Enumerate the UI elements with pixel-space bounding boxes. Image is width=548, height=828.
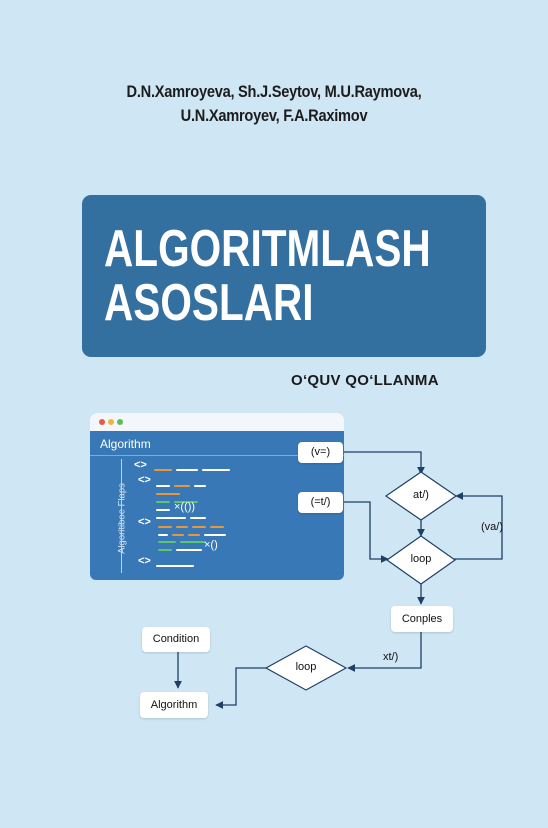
- code-snippet-1: ×(()): [174, 501, 196, 513]
- box-v: (v=): [298, 442, 343, 463]
- subtitle: O‘QUV QO‘LLANMA: [291, 372, 439, 389]
- code-line: [194, 485, 206, 487]
- code-line: [176, 549, 202, 551]
- header-divider: [90, 455, 344, 456]
- code-line: [202, 469, 230, 471]
- code-line: [204, 534, 226, 536]
- code-line: [188, 534, 200, 536]
- box-algorithm: Algorithm: [140, 692, 208, 718]
- code-bracket-icon: <>: [134, 459, 147, 471]
- authors-line-2: U.N.Xamroyev, F.A.Raximov: [180, 106, 368, 125]
- authors-line-1: D.N.Xamroyeva, Sh.J.Seytov, M.U.Raymova,: [126, 82, 422, 101]
- code-line: [174, 501, 198, 503]
- code-line: [158, 534, 168, 536]
- code-line: [156, 485, 170, 487]
- code-line: [156, 509, 170, 511]
- arrow-eq-to-loop: [344, 501, 389, 563]
- edge-label-va: (va/): [481, 521, 503, 533]
- decision-diamond-loop: [385, 535, 457, 585]
- minimize-dot-icon: [108, 419, 114, 425]
- gutter-line: [121, 459, 122, 573]
- title-line-1: ALGORITMLASH: [104, 220, 431, 278]
- arrow-v-to-at: [344, 451, 425, 475]
- code-line: [158, 526, 172, 528]
- box-conples: Conples: [391, 606, 453, 632]
- box-eq: (=t/): [298, 492, 343, 513]
- code-line: [158, 549, 172, 551]
- title-line-2: ASOSLARI: [104, 274, 314, 332]
- code-line: [190, 517, 206, 519]
- code-line: [156, 517, 186, 519]
- title-box: ALGORITMLASH ASOSLARI: [82, 195, 486, 357]
- code-bracket-icon: <>: [138, 516, 151, 528]
- code-line: [156, 493, 180, 495]
- diamond-loop-2-label: loop: [295, 661, 317, 673]
- edge-label-xt: xt/): [383, 651, 399, 663]
- code-line: [210, 526, 224, 528]
- arrow-loop2-to-algorithm: [215, 667, 266, 709]
- close-dot-icon: [99, 419, 105, 425]
- code-line: [174, 485, 190, 487]
- code-line: [180, 541, 206, 543]
- code-line: [192, 526, 206, 528]
- code-bracket-icon: <>: [138, 555, 151, 567]
- arrow-loop-back-to-at: [454, 492, 503, 560]
- code-line: [158, 541, 176, 543]
- code-line: [176, 526, 188, 528]
- window-titlebar: [90, 413, 344, 431]
- decision-diamond-loop-2: [264, 645, 348, 691]
- diamond-loop-label: loop: [410, 553, 432, 565]
- maximize-dot-icon: [117, 419, 123, 425]
- diamond-at-label: at/): [413, 489, 429, 501]
- box-condition: Condition: [142, 627, 210, 652]
- decision-diamond-at: [384, 471, 458, 521]
- code-line: [172, 534, 184, 536]
- code-line: [156, 501, 170, 503]
- authors: D.N.Xamroyeva, Sh.J.Seytov, M.U.Raymova,…: [38, 80, 509, 128]
- code-line: [154, 469, 172, 471]
- code-line: [156, 565, 194, 567]
- code-bracket-icon: <>: [138, 474, 151, 486]
- code-window-header: Algorithm: [100, 437, 151, 451]
- arrow-conples-to-loop2: [347, 632, 422, 672]
- code-snippet-2: ×(): [204, 539, 218, 551]
- code-line: [176, 469, 198, 471]
